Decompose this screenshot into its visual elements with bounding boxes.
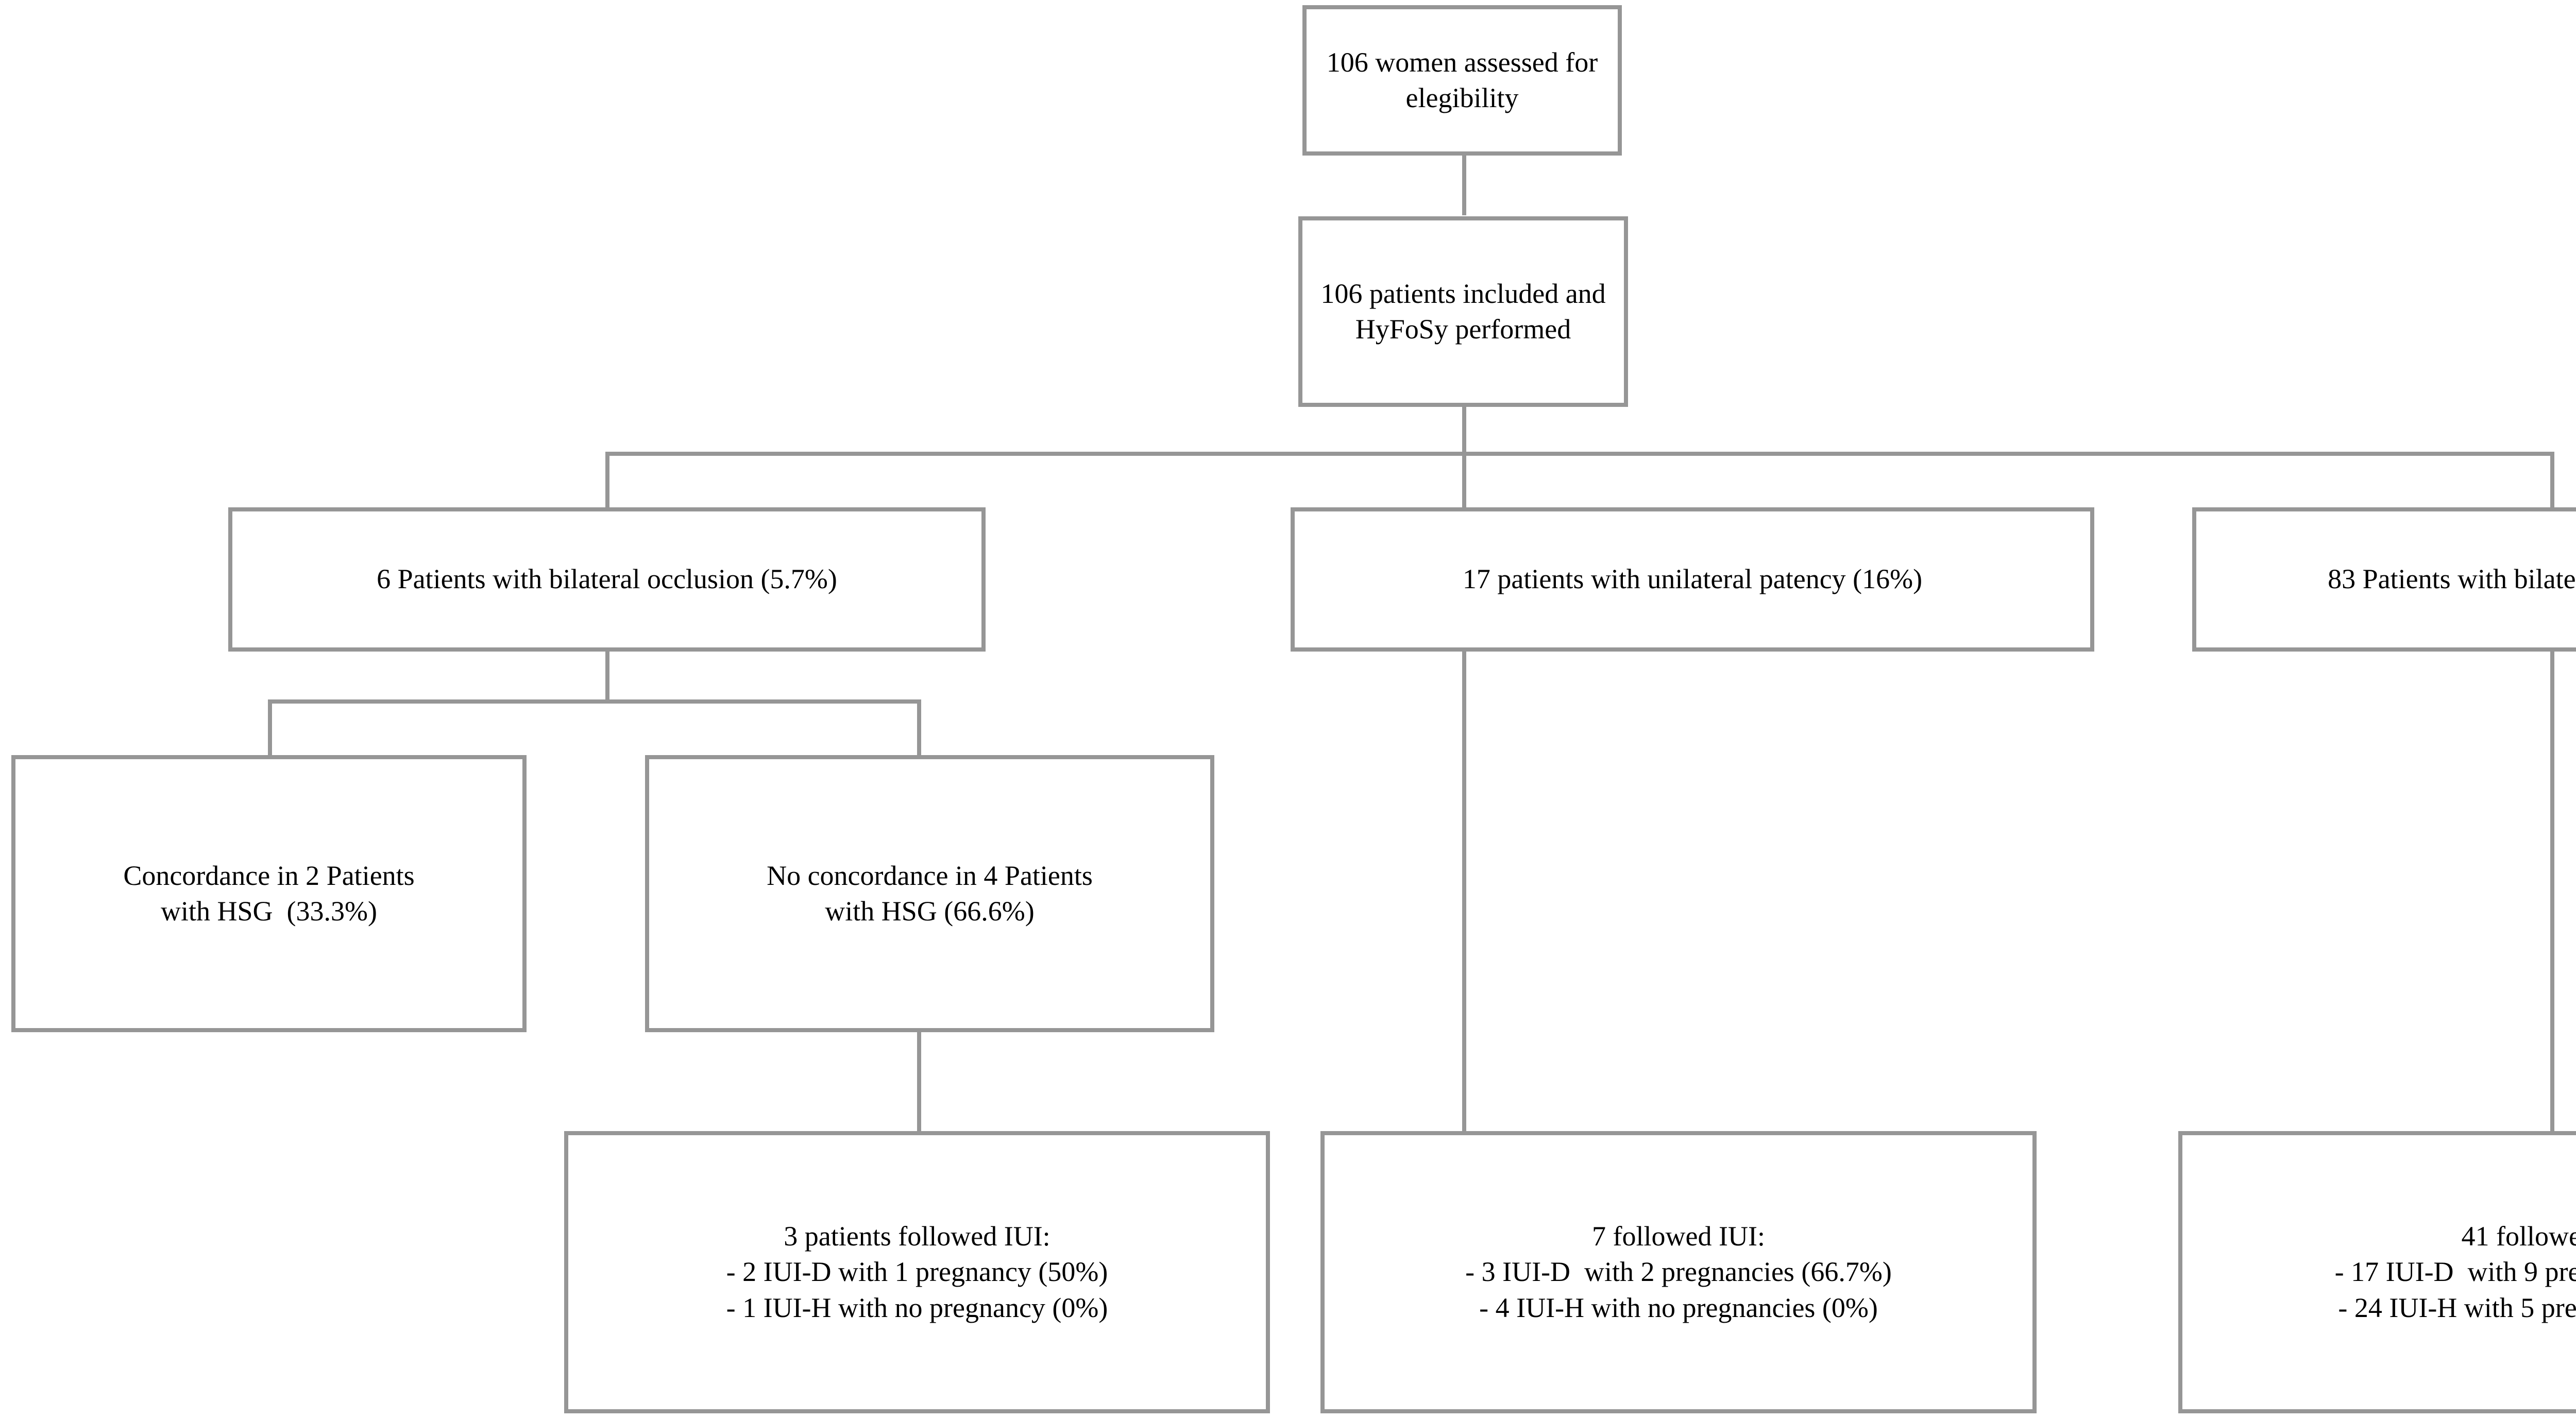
connector-hsg-split-bar — [268, 699, 921, 704]
node-assessed-line-1: 106 women assessed for — [1326, 46, 1598, 78]
node-included-line-1: 106 patients included and — [1320, 278, 1606, 309]
node-unilateral-patency: 17 patients with unilateral patency (16%… — [1291, 507, 2094, 652]
connector-included-down — [1462, 404, 1466, 456]
connector-to-concordance — [268, 699, 272, 757]
connector-bilateral-to-iui — [2550, 650, 2554, 1134]
node-concordance-hsg-line-1: Concordance in 2 Patients — [123, 860, 415, 891]
node-bilateral-patency: 83 Patients with bilateral patency (78.3… — [2192, 507, 2576, 652]
connector-to-no-concordance — [917, 699, 921, 757]
node-bilateral-occlusion-line-1: 6 Patients with bilateral occlusion (5.7… — [377, 563, 837, 595]
node-iui-unilateral-line-1: 7 followed IUI: — [1592, 1221, 1765, 1252]
node-iui-occlusion-line-3: - 1 IUI-H with no pregnancy (0%) — [726, 1292, 1108, 1323]
node-iui-bilateral-line-1: 41 followed IUI: — [2461, 1221, 2576, 1252]
connector-branch-right-bilateral — [2550, 452, 2554, 509]
node-concordance-hsg: Concordance in 2 Patients with HSG (33.3… — [11, 755, 527, 1032]
connector-unilateral-to-iui — [1462, 650, 1466, 1134]
node-iui-bilateral-line-2: - 17 IUI-D with 9 pregnancies (52.9%) — [2334, 1256, 2576, 1288]
connector-no-concordance-to-iui — [917, 1028, 921, 1133]
node-assessed: 106 women assessed for elegibility — [1302, 5, 1622, 156]
node-iui-unilateral-line-2: - 3 IUI-D with 2 pregnancies (66.7%) — [1465, 1256, 1892, 1288]
node-bilateral-occlusion: 6 Patients with bilateral occlusion (5.7… — [228, 507, 986, 652]
node-iui-bilateral-line-3: - 24 IUI-H with 5 pregnancies (20.8%) — [2338, 1292, 2576, 1323]
connector-branch-left-occlusion — [605, 452, 609, 509]
node-iui-occlusion: 3 patients followed IUI: - 2 IUI-D with … — [564, 1131, 1270, 1413]
connector-occlusion-down — [605, 650, 609, 704]
node-bilateral-patency-line-1: 83 Patients with bilateral patency (78.3… — [2328, 563, 2576, 595]
node-iui-occlusion-line-2: - 2 IUI-D with 1 pregnancy (50%) — [726, 1256, 1108, 1288]
connector-branch-middle-unilateral — [1462, 452, 1466, 509]
node-iui-occlusion-line-1: 3 patients followed IUI: — [784, 1221, 1050, 1252]
node-no-concordance-hsg-line-2: with HSG (66.6%) — [825, 896, 1035, 927]
node-iui-unilateral: 7 followed IUI: - 3 IUI-D with 2 pregnan… — [1320, 1131, 2037, 1413]
node-assessed-line-2: elegibility — [1405, 82, 1519, 113]
node-no-concordance-hsg: No concordance in 4 Patients with HSG (6… — [645, 755, 1214, 1032]
node-iui-bilateral: 41 followed IUI: - 17 IUI-D with 9 pregn… — [2178, 1131, 2576, 1413]
connector-distribution-bar — [605, 452, 2554, 456]
node-included: 106 patients included and HyFoSy perform… — [1298, 216, 1628, 407]
node-iui-unilateral-line-3: - 4 IUI-H with no pregnancies (0%) — [1479, 1292, 1878, 1323]
node-unilateral-patency-line-1: 17 patients with unilateral patency (16%… — [1462, 563, 1923, 595]
node-concordance-hsg-line-2: with HSG (33.3%) — [161, 896, 377, 927]
node-included-line-2: HyFoSy performed — [1355, 314, 1571, 345]
connector-assessed-to-included — [1462, 153, 1466, 215]
node-no-concordance-hsg-line-1: No concordance in 4 Patients — [767, 860, 1093, 891]
